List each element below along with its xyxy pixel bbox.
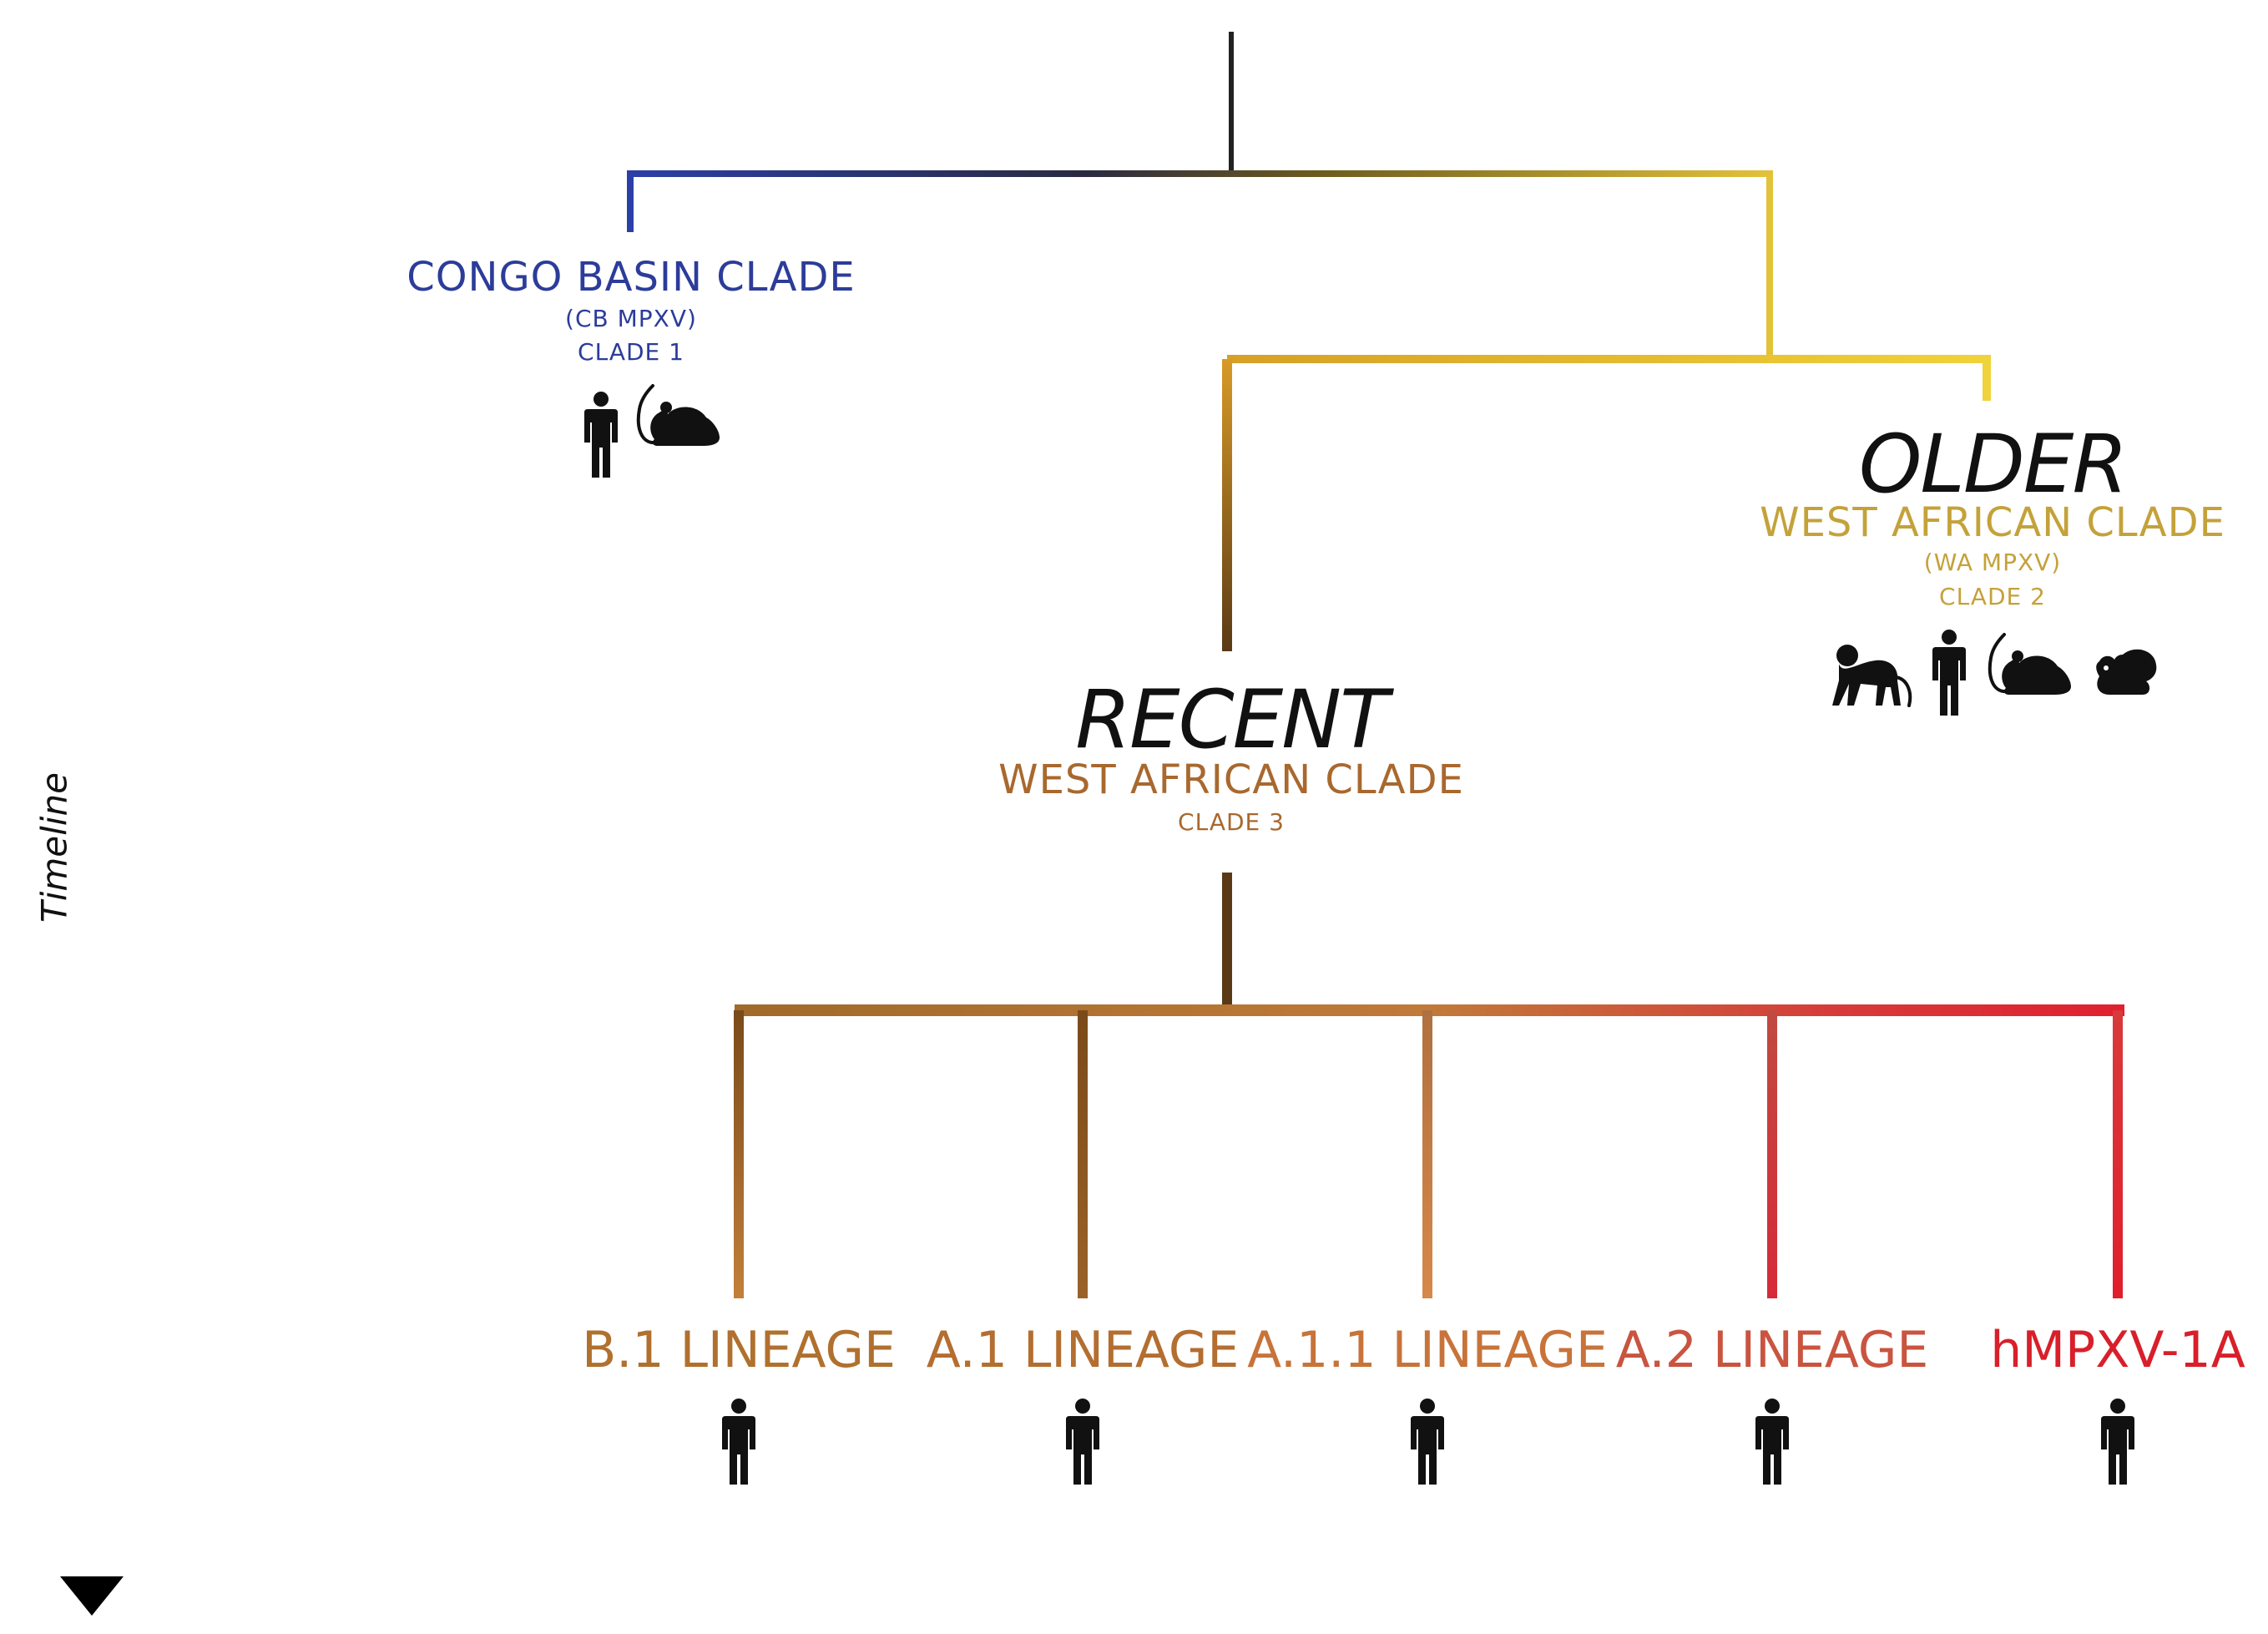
older-west-african-clade-title: WEST AFRICAN CLADE [1760,499,2225,546]
timeline-label: Timeline [33,772,75,923]
lineage-label-hmpxv: hMPXV-1A [1990,1321,2245,1379]
squirrel-icon [2096,649,2157,695]
lineage-label-b1: B.1 LINEAGE [582,1321,896,1379]
human-icon [1411,1399,1444,1485]
monkey-icon [1831,643,1912,707]
congo-basin-clade-abbr: (CB MPXV) [565,305,697,332]
human-icon [1066,1399,1099,1485]
rodent-icon [1988,633,2073,696]
recent-heading: RECENT [1075,673,1388,766]
human-icon [722,1399,755,1485]
recent-west-african-clade-title: WEST AFRICAN CLADE [998,756,1464,803]
older-west-african-clade-abbr: (WA MPXV) [1923,549,2062,576]
human-icon [2101,1399,2134,1485]
lineage-label-a1: A.1 LINEAGE [926,1321,1240,1379]
congo-basin-clade-title: CONGO BASIN CLADE [407,254,856,301]
lineage-label-a2: A.2 LINEAGE [1615,1321,1929,1379]
rodent-icon [636,384,721,448]
top-split-branch [627,170,1773,357]
older-west-african-clade-number: CLADE 2 [1939,583,2046,610]
human-icon [1932,630,1966,716]
lineage-label-a11: A.1.1 LINEAGE [1247,1321,1608,1379]
older-heading: OLDER [1858,417,2128,511]
congo-basin-clade-number: CLADE 1 [578,338,684,366]
human-icon [1755,1399,1789,1485]
west-african-split-branch [1227,355,1991,401]
timeline-arrowhead [60,1576,124,1616]
human-icon [584,392,618,478]
recent-west-african-clade-number: CLADE 3 [1178,808,1285,836]
